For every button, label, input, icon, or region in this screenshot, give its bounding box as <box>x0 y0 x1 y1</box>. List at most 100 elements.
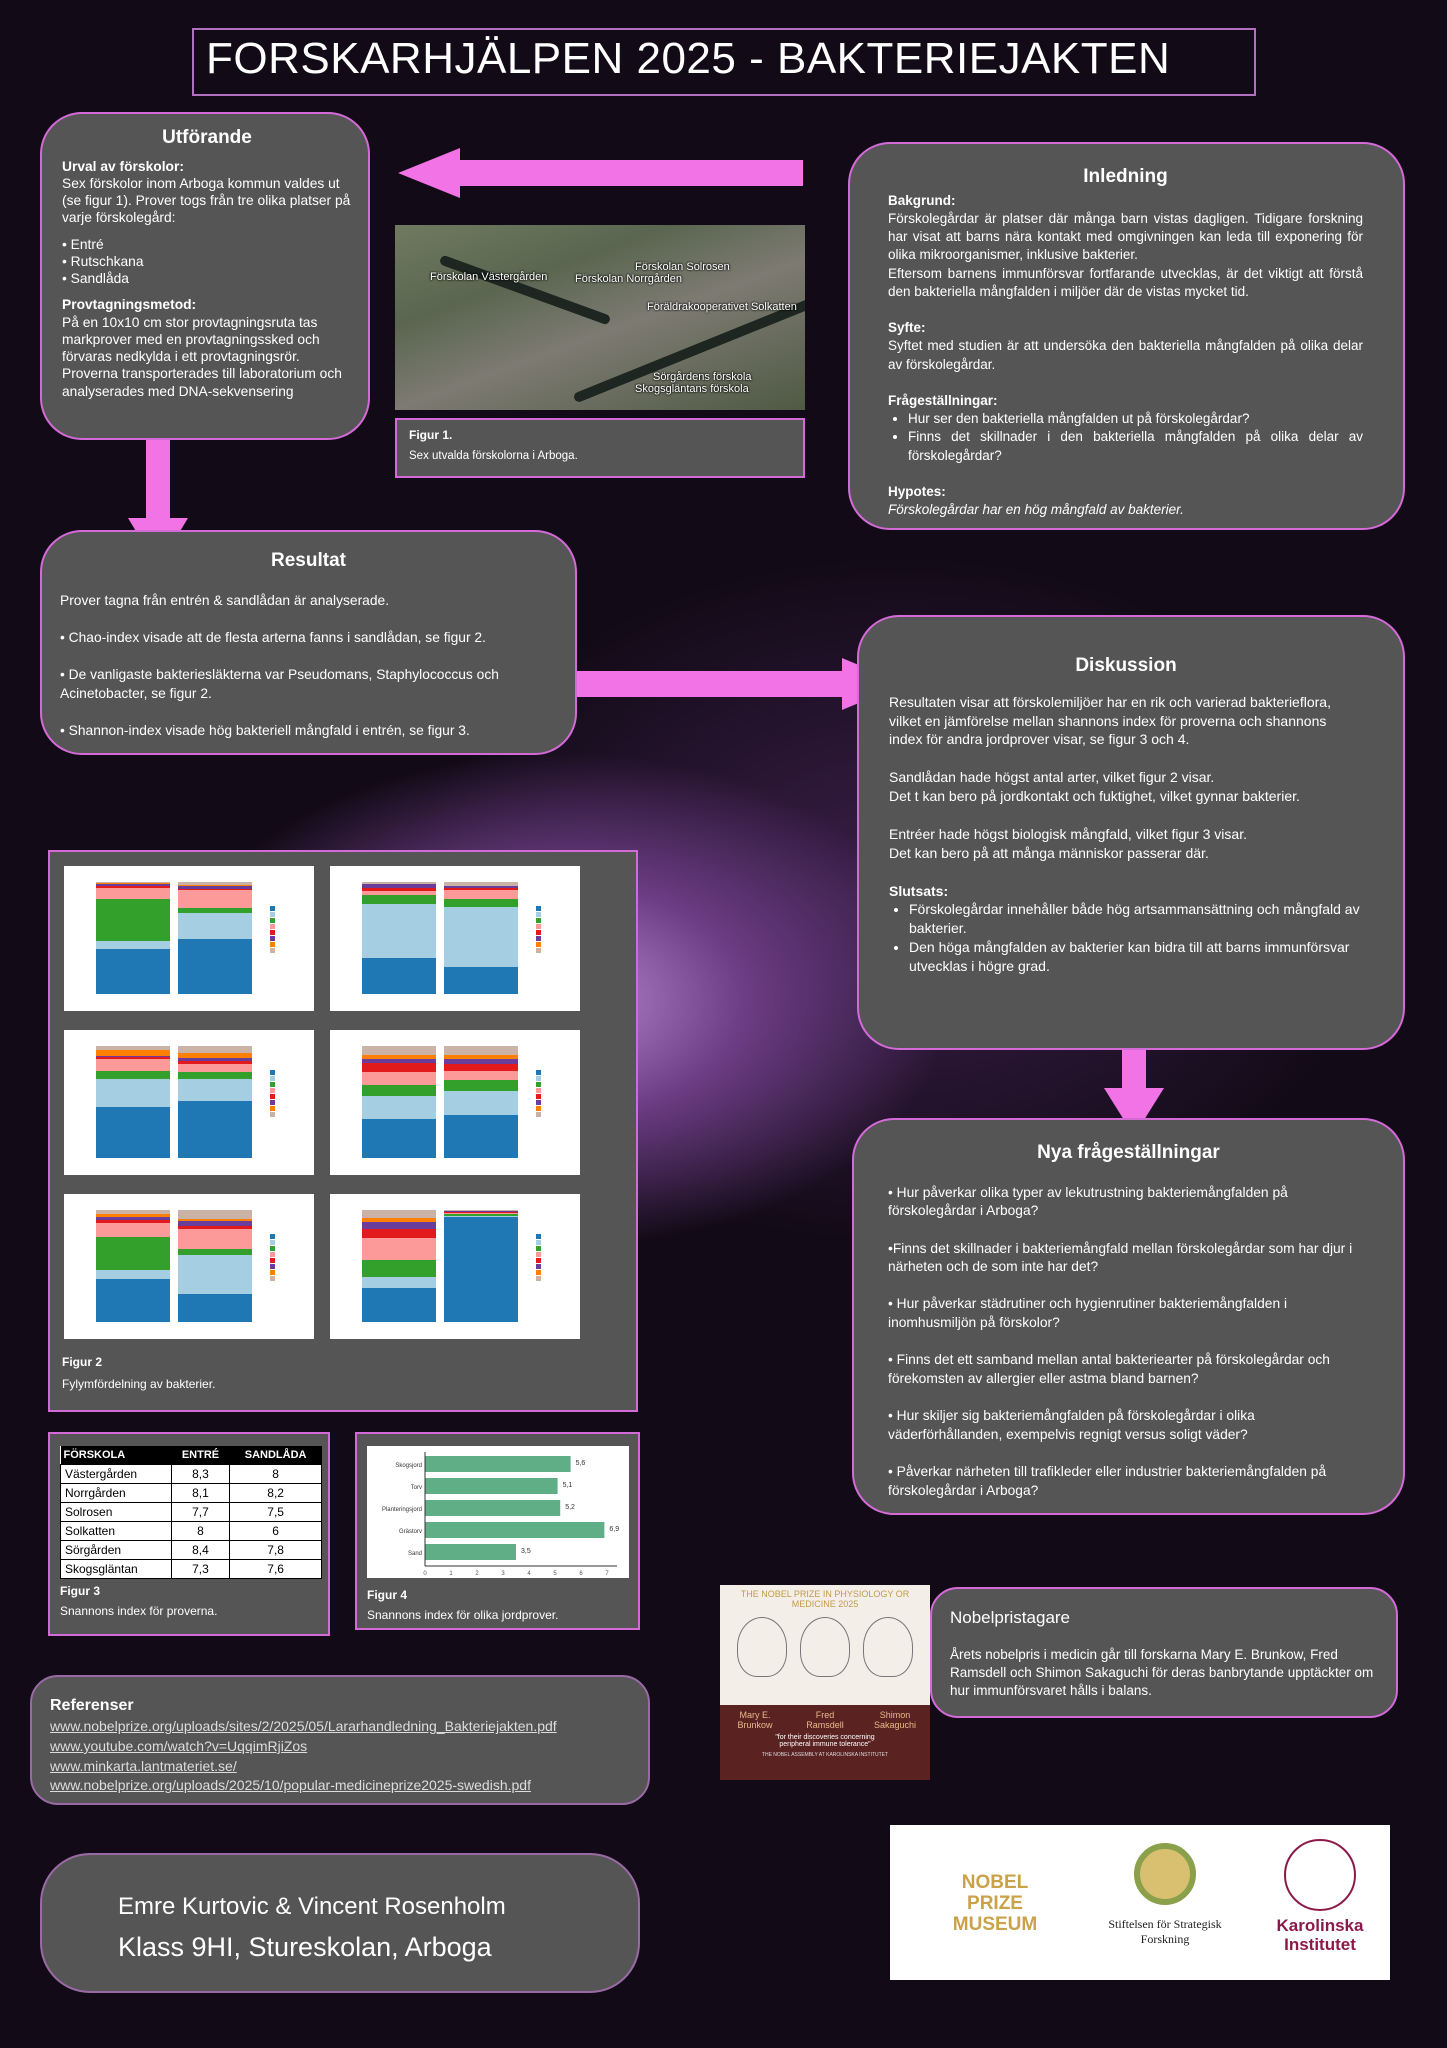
resultat-item: • Shannon-index visade hög bakteriell må… <box>60 723 470 739</box>
bar-segment <box>96 898 170 942</box>
bar-segment <box>178 889 252 908</box>
urval-heading: Urval av förskolor: <box>62 158 184 174</box>
category-label: Grästorv <box>399 1529 422 1535</box>
legend-swatch <box>270 1112 275 1117</box>
legend-swatch <box>536 1240 541 1245</box>
bar-segment <box>96 1216 170 1221</box>
bar-segment <box>96 887 170 899</box>
nya-fragor-section: Nya frågeställningar • Hur påverkar olik… <box>852 1118 1405 1515</box>
slutsats-heading: Slutsats: <box>889 882 949 899</box>
reference-link[interactable]: www.nobelprize.org/uploads/sites/2/2025/… <box>50 1718 557 1735</box>
sponsor-logos: NOBEL PRIZE MUSEUM Stiftelsen för Strate… <box>890 1825 1390 1980</box>
legend-swatch <box>536 1112 541 1117</box>
bar-segment <box>444 1059 518 1064</box>
table-cell: Solkatten <box>60 1521 172 1541</box>
bar-segment <box>178 939 252 994</box>
nya-fraga: • Hur påverkar städrutiner och hygienrut… <box>888 1296 1288 1331</box>
table-cell: 8,2 <box>229 1483 322 1503</box>
bar-segment <box>362 887 436 891</box>
stacked-bar-chart <box>64 1030 314 1175</box>
nobel-prize-image: THE NOBEL PRIZE IN PHYSIOLOGY OR MEDICIN… <box>720 1585 930 1780</box>
reference-link[interactable]: www.minkarta.lantmateriet.se/ <box>50 1757 237 1774</box>
bar <box>425 1456 571 1472</box>
table-cell: 8,4 <box>170 1540 231 1560</box>
table-cell: 6 <box>229 1521 322 1541</box>
bar-segment <box>444 1211 518 1213</box>
laureate-name: Shimon Sakaguchi <box>873 1710 917 1730</box>
reference-link[interactable]: www.youtube.com/watch?v=UqqimRjiZos <box>50 1737 308 1754</box>
stacked-bar-chart <box>330 1030 580 1175</box>
nobelpristagare-heading: Nobelpristagare <box>950 1608 1071 1627</box>
bar-segment <box>96 1210 170 1215</box>
legend-swatch <box>270 1094 275 1099</box>
bar-segment <box>362 958 436 994</box>
table-cell: 8 <box>229 1464 322 1484</box>
bar-segment <box>362 882 436 885</box>
legend-swatch <box>536 1234 541 1239</box>
legend-swatch <box>536 1276 541 1281</box>
syfte-heading: Syfte: <box>888 320 926 336</box>
bar-segment <box>178 1101 252 1158</box>
bar-segment <box>444 887 518 890</box>
nobelpristagare-text: Årets nobelpris i medicin går till forsk… <box>950 1646 1374 1699</box>
figure-2-panel: Figur 2 Fylymfördelning av bakterier. <box>48 850 638 1412</box>
bar-segment <box>444 1115 518 1158</box>
bar-segment <box>96 1056 170 1060</box>
legend-swatch <box>536 1106 541 1111</box>
figure-3-label: Figur 3 <box>60 1584 101 1598</box>
legend-swatch <box>270 1234 275 1239</box>
bar-segment <box>444 1079 518 1091</box>
bar-segment <box>444 898 518 907</box>
bar-segment <box>362 1260 436 1278</box>
bar-segment <box>444 1046 518 1055</box>
inledning-heading: Inledning <box>1083 166 1168 187</box>
author-class: Klass 9HI, Stureskolan, Arboga <box>118 1932 492 1963</box>
figure-2-label: Figur 2 <box>62 1355 103 1369</box>
bar-segment <box>96 1279 170 1322</box>
legend-swatch <box>270 948 275 953</box>
bar-segment <box>178 907 252 914</box>
table-cell: 7,3 <box>170 1559 231 1579</box>
bar-segment <box>178 1210 252 1219</box>
resultat-section: Resultat Prover tagna från entrén & sand… <box>40 530 577 755</box>
legend-swatch <box>536 1258 541 1263</box>
bar-segment <box>362 890 436 896</box>
value-label: 5,2 <box>565 1504 575 1511</box>
bar-segment <box>96 1046 170 1050</box>
tick-label: 4 <box>527 1571 531 1577</box>
utforande-section: Utförande Urval av förskolor: Sex försko… <box>40 112 370 440</box>
ssf-logo: Stiftelsen för Strategisk Forskning <box>1100 1843 1230 1947</box>
bar-segment <box>96 1236 170 1271</box>
legend-swatch <box>536 924 541 929</box>
bar-segment <box>362 1229 436 1238</box>
bar-segment <box>362 1062 436 1072</box>
legend-swatch <box>270 936 275 941</box>
map-label: Förskolan Västergården <box>430 271 548 283</box>
bar-segment <box>362 1217 436 1223</box>
bar-segment <box>362 904 436 959</box>
bar-segment <box>444 1210 518 1212</box>
table-cell: Sörgården <box>60 1540 172 1560</box>
bar-segment <box>178 1218 252 1222</box>
stacked-bar-chart <box>64 1194 314 1339</box>
legend-swatch <box>270 924 275 929</box>
bar-segment <box>362 895 436 905</box>
legend-swatch <box>270 1088 275 1093</box>
stacked-bar-chart <box>330 1194 580 1339</box>
urval-text: Sex förskolor inom Arboga kommun valdes … <box>62 175 351 226</box>
plats-3: • Sandlåda <box>62 271 129 287</box>
diskussion-text: Resultaten visar att förskolemiljöer har… <box>889 693 1331 748</box>
legend-swatch <box>270 1100 275 1105</box>
referenser-section: Referenser www.nobelprize.org/uploads/si… <box>30 1675 650 1805</box>
reference-link[interactable]: www.nobelprize.org/uploads/2025/10/popul… <box>50 1777 531 1794</box>
table-cell: Norrgården <box>60 1483 172 1503</box>
arrow-left-icon <box>398 148 803 198</box>
nobel-image-title: THE NOBEL PRIZE IN PHYSIOLOGY OR MEDICIN… <box>740 1589 910 1609</box>
nya-fraga: • Påverkar närheten till trafikleder ell… <box>888 1464 1327 1498</box>
referenser-heading: Referenser <box>50 1697 134 1714</box>
